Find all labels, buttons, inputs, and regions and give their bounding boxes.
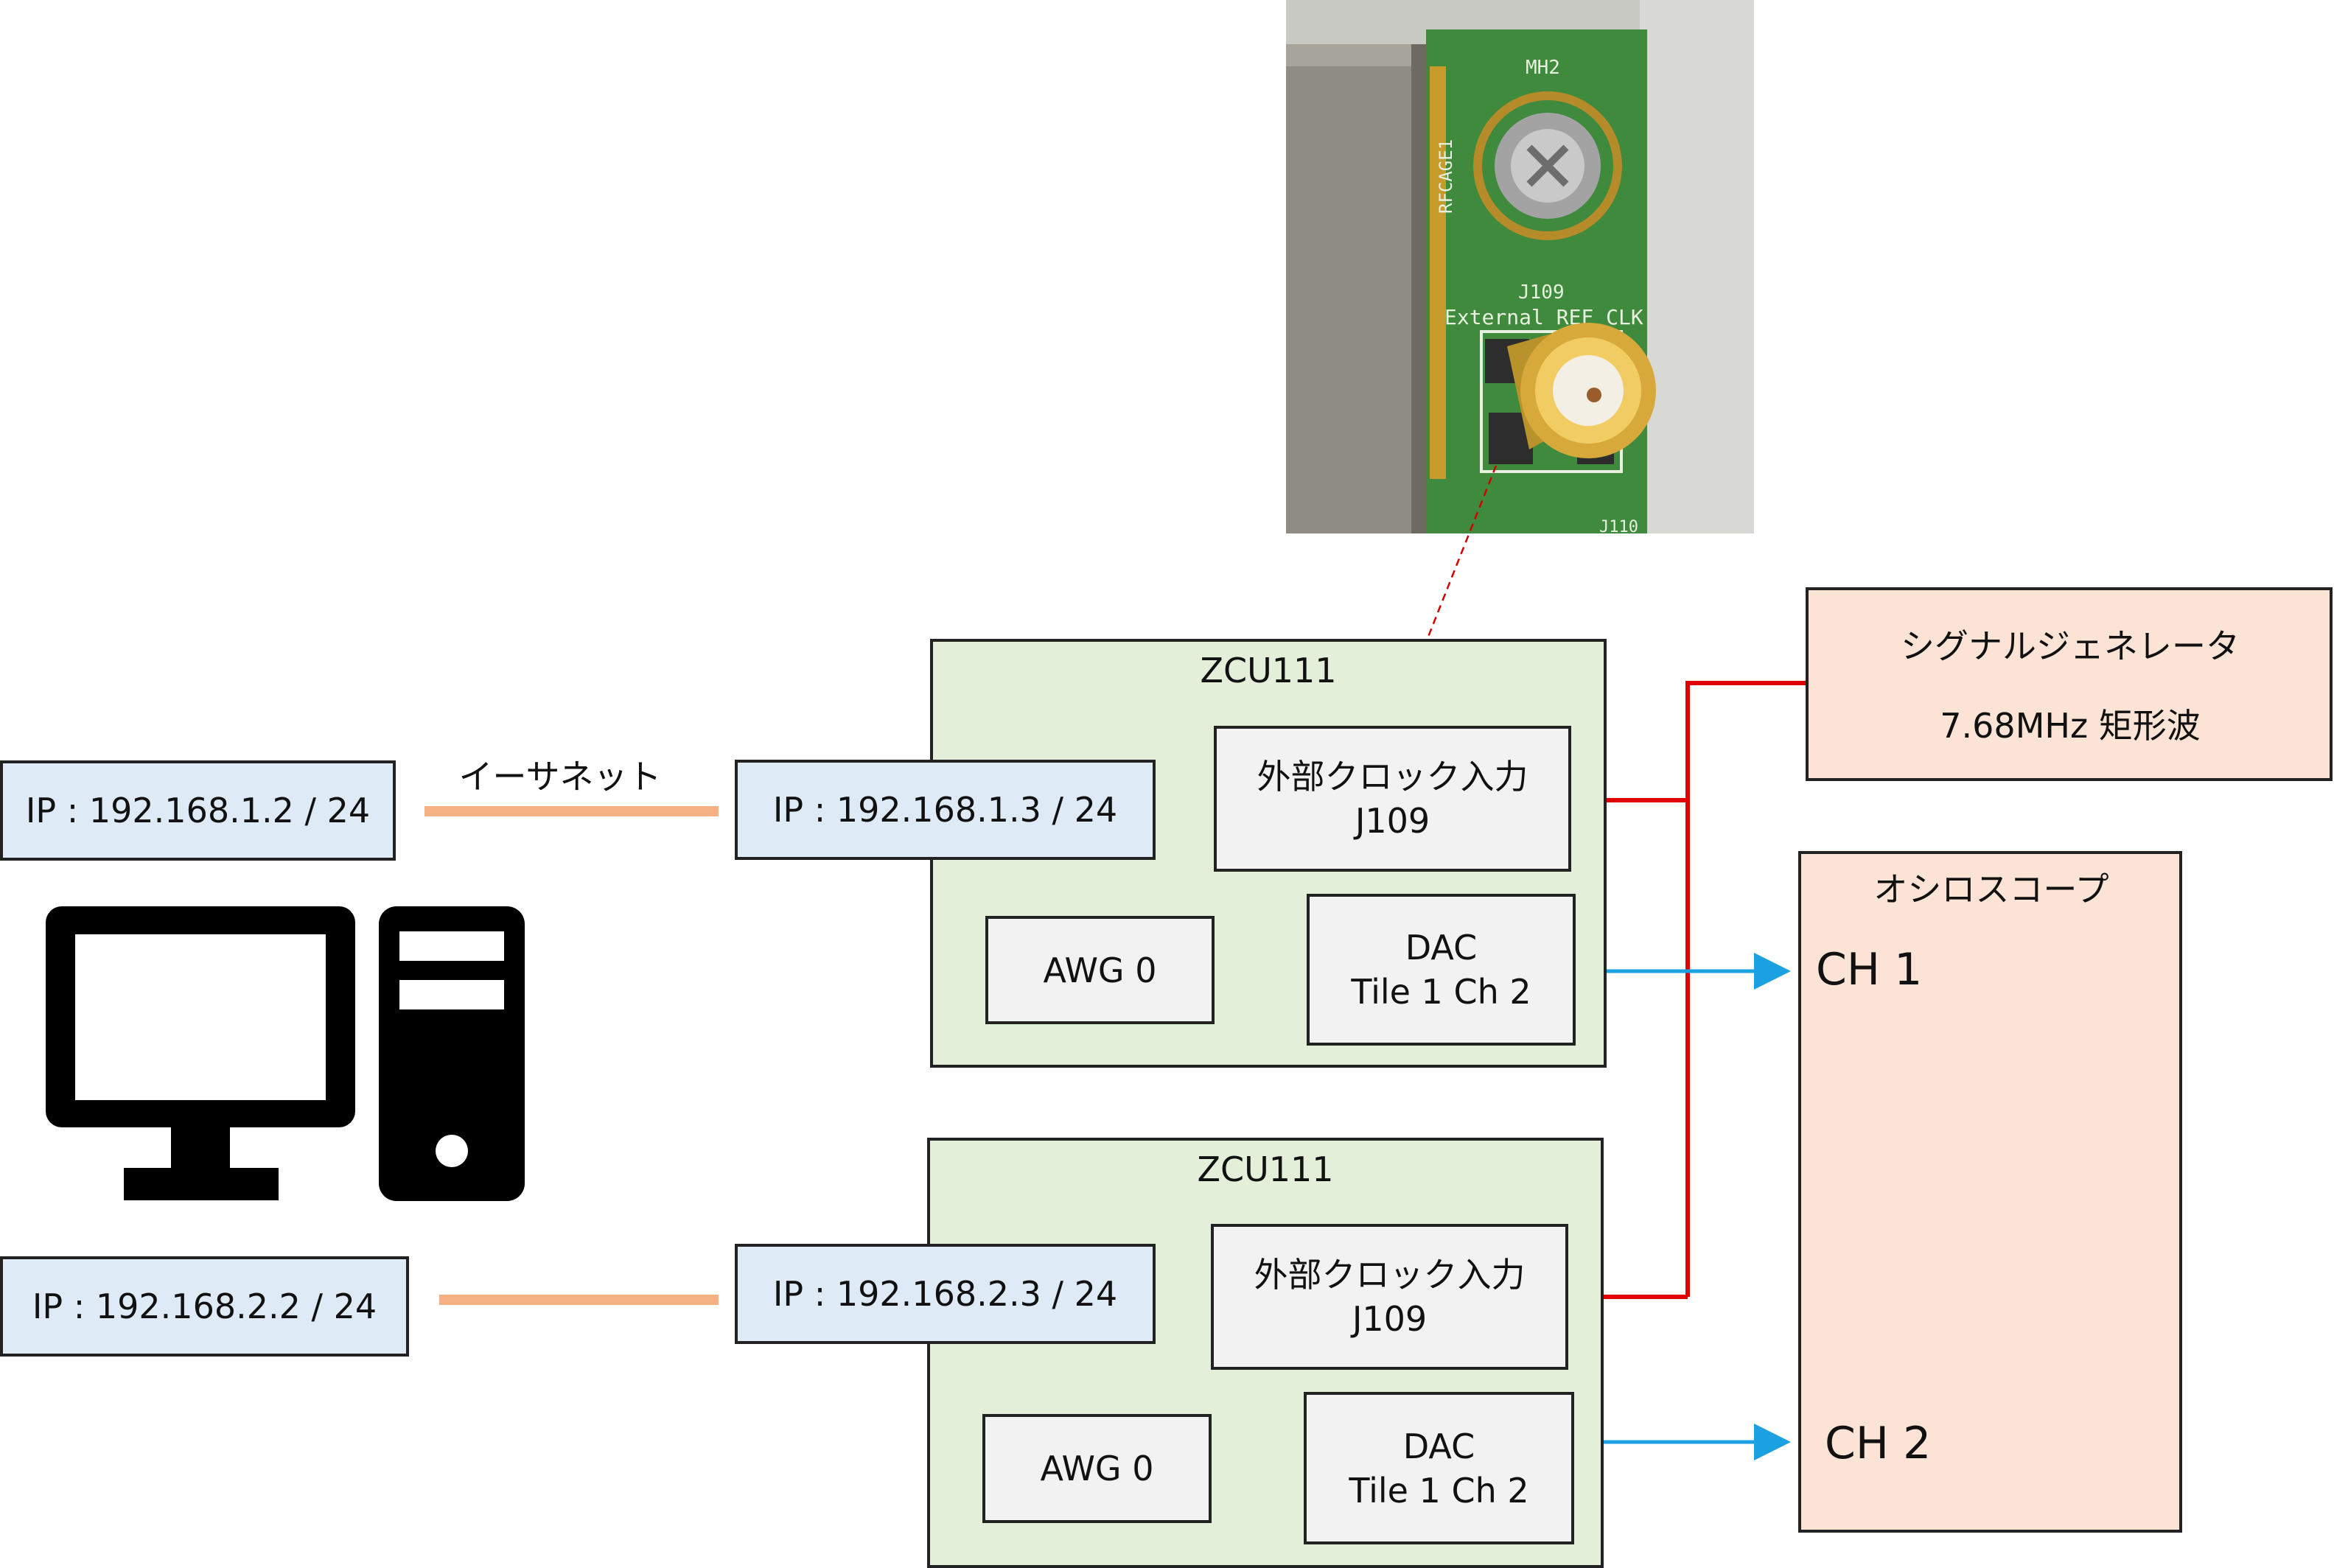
desktop-computer-icon xyxy=(46,906,525,1201)
clock-input-label: 外部クロック入力 xyxy=(1254,1255,1526,1295)
clock-trunk-line xyxy=(1685,681,1806,1297)
pc-ip-box-1: IP : 192.168.1.2 / 24 xyxy=(0,760,396,861)
channel-1-label: CH 1 xyxy=(1816,944,1923,995)
board-1-ip: IP : 192.168.1.3 / 24 xyxy=(772,790,1118,830)
photo-leader-line xyxy=(1391,465,1498,727)
awg-label: AWG 0 xyxy=(1040,1449,1154,1488)
dac-tile-label: Tile 1 Ch 2 xyxy=(1349,1470,1529,1511)
dac-label: DAC xyxy=(1405,928,1478,967)
clock-input-2: 外部クロック入力 J109 xyxy=(1211,1224,1568,1370)
dac-block-1: DAC Tile 1 Ch 2 xyxy=(1307,894,1576,1046)
board-1-ip-box: IP : 192.168.1.3 / 24 xyxy=(735,760,1156,860)
clock-input-connector: J109 xyxy=(1352,1299,1428,1339)
pc-ip-2: IP : 192.168.2.2 / 24 xyxy=(32,1287,377,1326)
signal-generator: シグナルジェネレータ 7.68MHz 矩形波 xyxy=(1806,587,2333,781)
connector-photo: MH2 RFCAGE1 J109 External REF CLK J110 xyxy=(1286,0,1754,533)
clock-input-label: 外部クロック入力 xyxy=(1257,757,1528,797)
board-title: ZCU111 xyxy=(1197,1149,1334,1189)
dac-label: DAC xyxy=(1402,1426,1475,1466)
mh2-silkscreen: MH2 xyxy=(1526,57,1560,79)
awg-block-1: AWG 0 xyxy=(985,916,1215,1024)
pc-ip-box-2: IP : 192.168.2.2 / 24 xyxy=(0,1256,409,1357)
board-title: ZCU111 xyxy=(1200,651,1337,690)
rfcage-silkscreen: RFCAGE1 xyxy=(1436,139,1456,214)
dac-tile-label: Tile 1 Ch 2 xyxy=(1351,972,1531,1012)
oscilloscope-title: オシロスコープ xyxy=(1873,869,2109,909)
board-2-ip: IP : 192.168.2.3 / 24 xyxy=(772,1274,1118,1314)
ethernet-label: イーサネット xyxy=(458,757,662,797)
signal-generator-title: シグナルジェネレータ xyxy=(1901,626,2240,666)
j110-silkscreen: J110 xyxy=(1599,518,1638,533)
external-ref-clk-silkscreen: External REF CLK xyxy=(1444,305,1643,329)
awg-label: AWG 0 xyxy=(1043,950,1157,990)
signal-generator-spec: 7.68MHz 矩形波 xyxy=(1940,706,2201,746)
board-2-ip-box: IP : 192.168.2.3 / 24 xyxy=(735,1244,1156,1344)
dac-block-2: DAC Tile 1 Ch 2 xyxy=(1304,1392,1574,1544)
j109-silkscreen: J109 xyxy=(1518,281,1565,304)
oscilloscope: オシロスコープ CH 1 CH 2 xyxy=(1798,851,2182,1533)
clock-input-1: 外部クロック入力 J109 xyxy=(1214,726,1571,872)
channel-2-label: CH 2 xyxy=(1825,1418,1932,1469)
clock-input-connector: J109 xyxy=(1355,801,1430,841)
pc-ip-1: IP : 192.168.1.2 / 24 xyxy=(25,791,371,830)
awg-block-2: AWG 0 xyxy=(982,1414,1212,1523)
